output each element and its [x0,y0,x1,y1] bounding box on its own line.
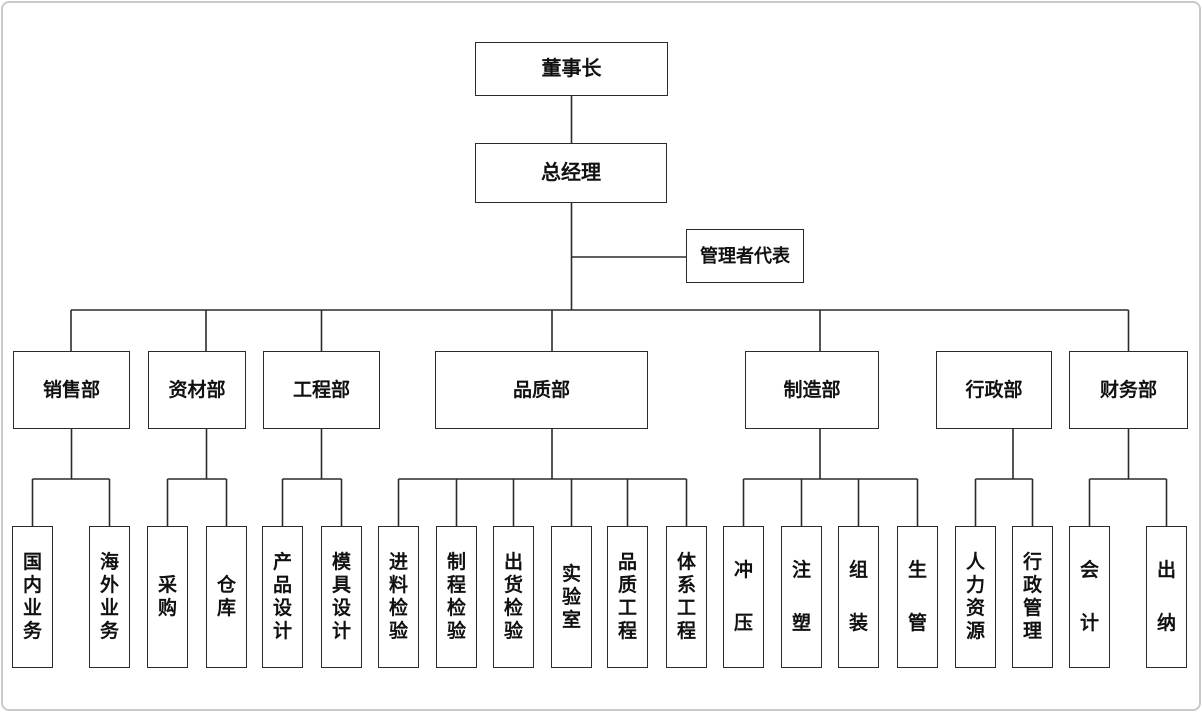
node-system-engineering: 体系工程 [666,526,707,668]
node-dept-admin: 行政部 [936,351,1052,429]
node-dept-manufacturing: 制造部 [745,351,879,429]
connector-path [31,96,1168,526]
node-domestic-business: 国内业务 [12,526,53,668]
node-outgoing-inspection: 出货检验 [493,526,534,668]
node-warehouse: 仓库 [206,526,247,668]
node-human-resources: 人力资源 [955,526,996,668]
node-dept-finance: 财务部 [1069,351,1188,429]
node-purchasing: 采购 [147,526,188,668]
node-chairman: 董事长 [475,42,668,96]
node-dept-engineering: 工程部 [263,351,380,429]
node-process-inspection: 制程检验 [436,526,477,668]
node-accounting: 会计 [1069,526,1110,668]
node-management-rep: 管理者代表 [686,229,804,283]
node-dept-quality: 品质部 [435,351,648,429]
node-admin-management: 行政管理 [1012,526,1053,668]
node-general-manager: 总经理 [475,143,667,203]
node-dept-materials: 资材部 [148,351,246,429]
node-overseas-business: 海外业务 [89,526,130,668]
node-stamping: 冲压 [723,526,764,668]
node-laboratory: 实验室 [551,526,592,668]
node-product-design: 产品设计 [262,526,303,668]
node-mold-design: 模具设计 [321,526,362,668]
node-cashier: 出纳 [1146,526,1187,668]
node-production-control: 生管 [897,526,938,668]
node-dept-sales: 销售部 [13,351,130,429]
node-incoming-inspection: 进料检验 [378,526,419,668]
node-injection-molding: 注塑 [781,526,822,668]
node-assembly: 组装 [838,526,879,668]
node-quality-engineering: 品质工程 [607,526,648,668]
